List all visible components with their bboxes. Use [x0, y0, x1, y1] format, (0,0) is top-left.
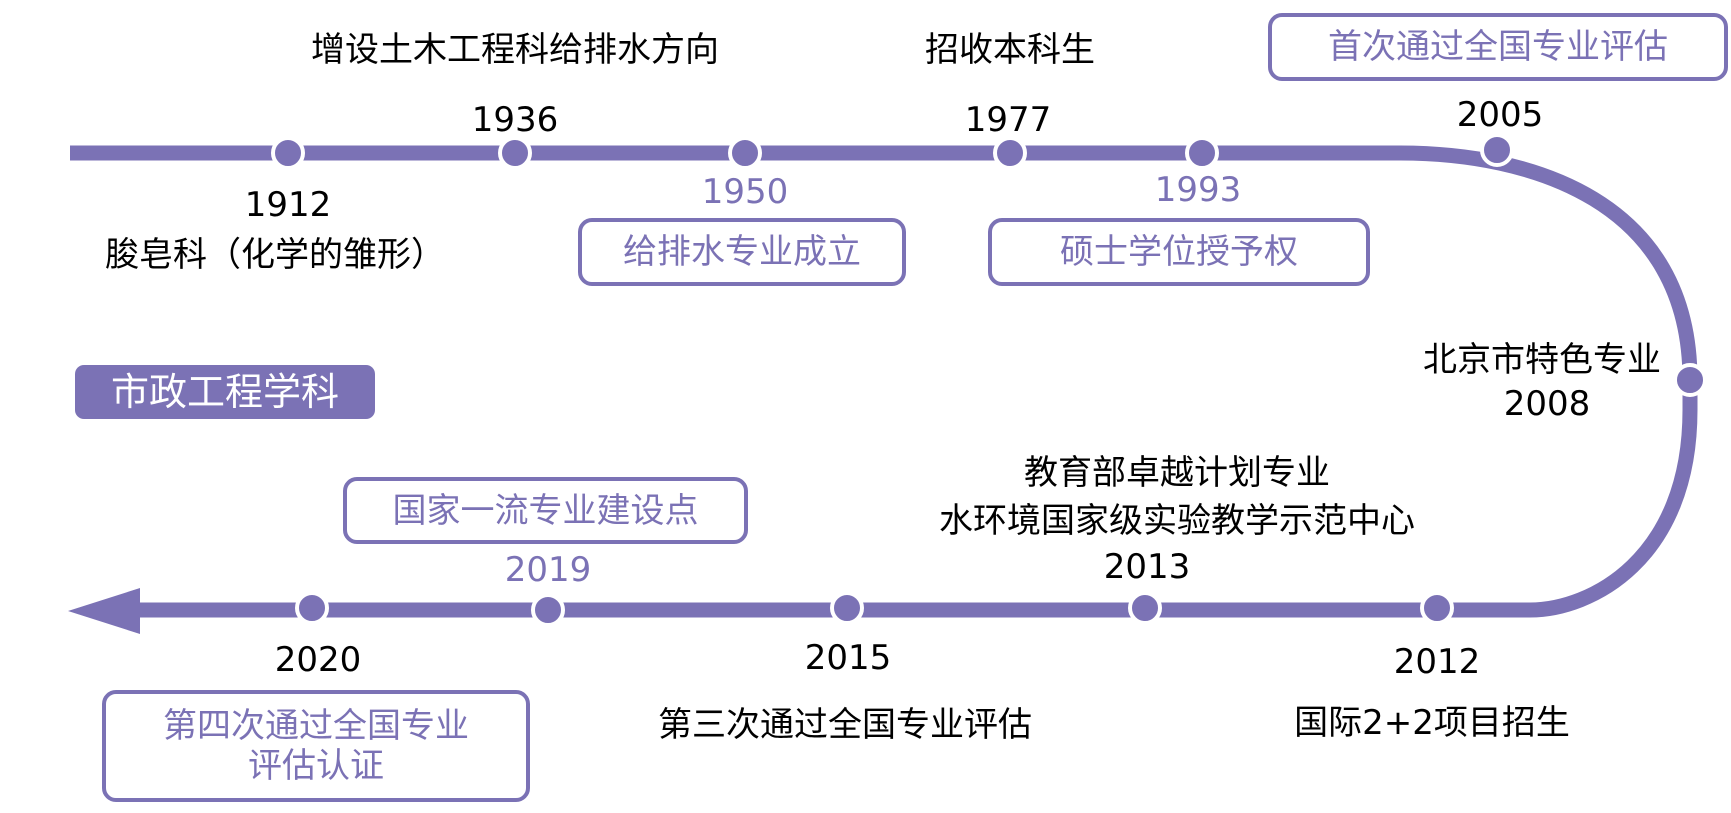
milestone-dot-2019	[531, 593, 565, 627]
event-text-2013-line1: 教育部卓越计划专业	[1024, 453, 1330, 493]
event-text-1936: 增设土木工程科给排水方向	[311, 30, 719, 70]
subject-title-badge: 市政工程学科	[75, 365, 375, 419]
event-text-1977: 招收本科生	[925, 30, 1095, 70]
year-label-2015: 2015	[804, 638, 892, 678]
event-box-2019: 国家一流专业建设点	[343, 477, 748, 544]
milestone-dot-2008	[1673, 363, 1707, 397]
event-text-2020-line1: 第四次通过全国专业	[163, 706, 469, 746]
year-label-1950: 1950	[701, 172, 789, 212]
event-text-2013-line2: 水环境国家级实验教学示范中心	[939, 501, 1415, 541]
year-label-2012: 2012	[1393, 642, 1481, 682]
event-text-1950: 给排水专业成立	[623, 232, 861, 272]
milestone-dot-1993	[1185, 136, 1219, 170]
event-box-2005: 首次通过全国专业评估	[1268, 13, 1728, 81]
milestone-dot-1977	[993, 136, 1027, 170]
year-label-2008: 2008	[1503, 384, 1591, 424]
year-label-2005: 2005	[1456, 95, 1544, 135]
event-text-2012: 国际2+2项目招生	[1294, 703, 1570, 743]
milestone-dot-2015	[830, 591, 864, 625]
milestone-dot-1936	[498, 136, 532, 170]
milestone-dot-1912	[271, 136, 305, 170]
milestone-dot-2005	[1480, 133, 1514, 167]
event-text-2015: 第三次通过全国专业评估	[658, 705, 1032, 745]
year-label-1977: 1977	[964, 100, 1052, 140]
event-text-2005: 首次通过全国专业评估	[1328, 27, 1668, 67]
year-label-1936: 1936	[471, 100, 559, 140]
milestone-dot-1950	[728, 136, 762, 170]
arrow-head-icon	[68, 588, 140, 634]
milestone-dot-2012	[1420, 591, 1454, 625]
event-text-2008: 北京市特色专业	[1423, 340, 1661, 380]
event-text-1912: 朘皂科（化学的雏形）	[105, 235, 445, 275]
year-label-2019: 2019	[504, 550, 592, 590]
year-label-2013: 2013	[1103, 547, 1191, 587]
year-label-1912: 1912	[244, 185, 332, 225]
milestone-dot-2013	[1128, 591, 1162, 625]
event-text-2020-line2: 评估认证	[248, 746, 384, 786]
year-label-1993: 1993	[1154, 170, 1242, 210]
event-text-1993: 硕士学位授予权	[1060, 232, 1298, 272]
event-box-1950: 给排水专业成立	[578, 218, 906, 286]
milestone-dot-2020	[295, 591, 329, 625]
event-box-2020: 第四次通过全国专业 评估认证	[102, 690, 530, 802]
year-label-2020: 2020	[274, 640, 362, 680]
event-text-2019: 国家一流专业建设点	[392, 490, 699, 531]
event-box-1993: 硕士学位授予权	[988, 218, 1370, 286]
